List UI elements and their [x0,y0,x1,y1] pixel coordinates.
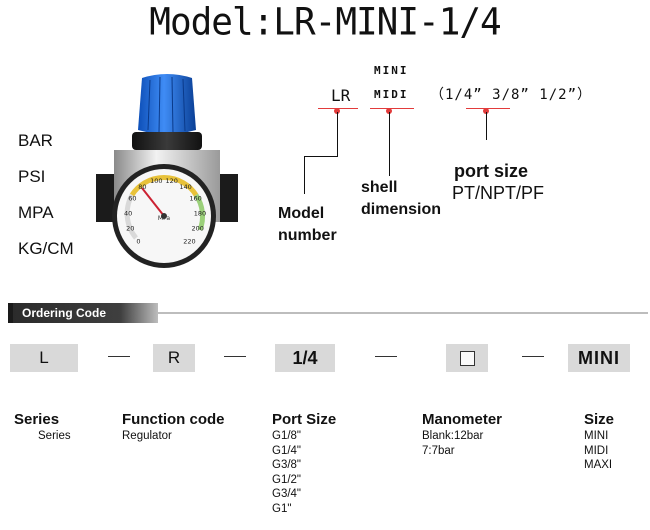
code-lr-dot [334,108,340,114]
category-function-items: Regulator [122,430,172,442]
code-box-port: 1/4 [275,344,335,372]
dash-2 [224,356,246,357]
gauge-tick-label: 60 [128,195,136,203]
code-midi: MIDI [374,88,409,101]
category-series-items: Series [38,430,71,442]
code-box-size: MINI [568,344,630,372]
code-port-dot [483,108,489,114]
model-number-label: Model number [278,205,337,244]
gauge-tick-label: 40 [124,209,132,217]
category-manometer-title: Manometer [422,411,503,428]
port-size-types: PT/NPT/PF [452,183,545,203]
code-mini: MINI [374,64,409,77]
category-port-items: G1/8" G1/4" G3/8" G1/2" G3/4" G1" [272,430,302,515]
gauge-tick-label: 200 [191,225,203,233]
code-box-series: L [10,344,78,372]
page-title: Model:LR-MINI-1/4 [149,0,501,45]
dash-1 [108,356,130,357]
ordering-code-banner: Ordering Code [8,303,648,323]
shell-dimension-label: shell dimension [361,179,442,218]
gauge-tick-label: 140 [179,183,191,191]
code-size-dot [386,108,392,114]
unit-psi: PSI [18,167,46,186]
gauge-tick-label: 220 [183,238,195,246]
category-size-items: MINI MIDI MAXI [584,430,613,471]
code-box-function: R [153,344,195,372]
category-size-title: Size [584,411,615,428]
connector-model-v1 [337,112,338,156]
category-manometer-items: Blank:12bar 7:7bar [422,430,484,457]
code-ports: （1/4” 3/8” 1/2”） [430,87,593,103]
unit-bar: BAR [18,131,53,150]
code-size-underline [370,108,414,109]
unit-mpa: MPA [18,203,54,222]
dash-4 [522,356,544,357]
connector-port [486,112,487,140]
connector-model-v2 [304,156,305,194]
connector-model-h [304,156,338,157]
blank-square-icon [459,351,475,367]
category-series-title: Series [14,411,60,428]
code-box-manometer [446,344,488,372]
unit-kgcm: KG/CM [18,239,74,258]
connector-shell [389,112,390,176]
port-size-label: port size [454,161,529,181]
gauge-tick-label: 20 [126,225,134,233]
gauge-tick-label: 160 [189,195,201,203]
gauge-tick-label: 80 [138,183,146,191]
gauge-tick-label: 0 [136,238,140,246]
code-lr: LR [331,86,351,105]
gauge-tick-label: 100 [150,177,162,185]
category-port-title: Port Size [272,411,337,428]
category-function-title: Function code [122,411,225,428]
gauge-tick-label: 120 [165,177,177,185]
dash-3 [375,356,397,357]
gauge-tick-label: 180 [194,209,206,217]
